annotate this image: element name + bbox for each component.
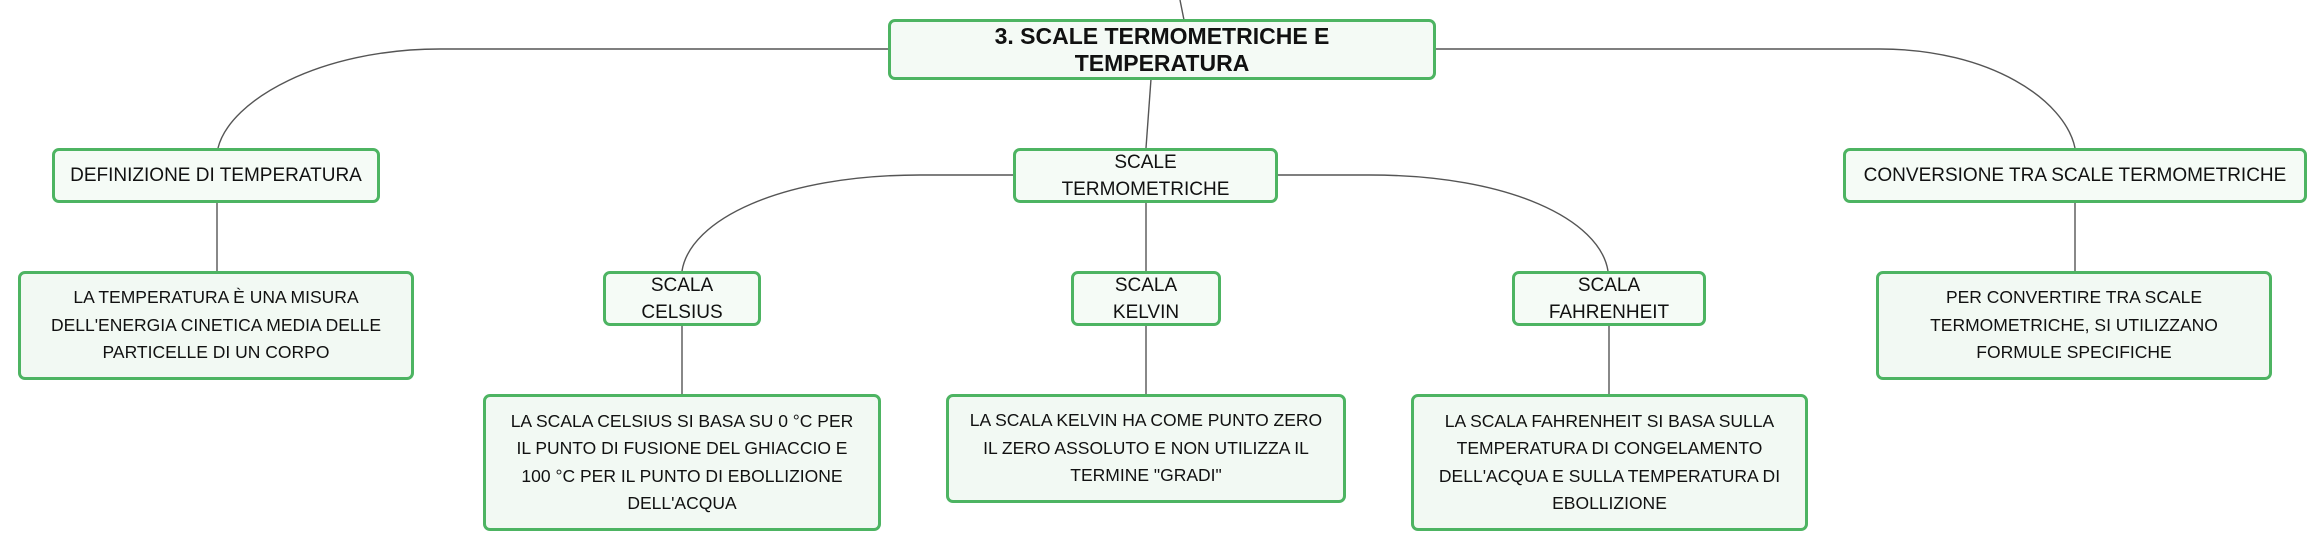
subtopic-label: SCALA FAHRENHEIT [1548,274,1670,323]
detail-text: LA SCALA CELSIUS SI BASA SU 0 °C PER IL … [510,410,854,514]
topic-scale-termometriche[interactable]: SCALE TERMOMETRICHE [1013,148,1278,203]
root-node[interactable]: 3. SCALE TERMOMETRICHE E TEMPERATURA [888,19,1436,80]
topic-definizione-temperatura[interactable]: DEFINIZIONE DI TEMPERATURA [52,148,380,203]
connector-root-definizione [217,48,888,149]
topic-label: CONVERSIONE TRA SCALE TERMOMETRICHE [1863,165,2287,186]
subtopic-scala-fahrenheit[interactable]: SCALA FAHRENHEIT [1512,271,1706,326]
connector-scale-celsius [681,174,1013,272]
detail-scala-kelvin[interactable]: LA SCALA KELVIN HA COME PUNTO ZERO IL ZE… [946,394,1346,503]
detail-scala-celsius[interactable]: LA SCALA CELSIUS SI BASA SU 0 °C PER IL … [483,394,881,531]
subtopic-scala-kelvin[interactable]: SCALA KELVIN [1071,271,1221,326]
topic-label: SCALE TERMOMETRICHE [1061,151,1230,200]
connector-root-scale [1145,78,1152,149]
detail-text: LA SCALA KELVIN HA COME PUNTO ZERO IL ZE… [969,410,1323,486]
detail-text: LA SCALA FAHRENHEIT SI BASA SULLA TEMPER… [1438,410,1781,514]
root-node-label: 3. SCALE TERMOMETRICHE E TEMPERATURA [994,22,1330,76]
detail-text: LA TEMPERATURA È UNA MISURA DELL'ENERGIA… [50,287,382,363]
topic-label: DEFINIZIONE DI TEMPERATURA [70,165,362,186]
detail-scala-fahrenheit[interactable]: LA SCALA FAHRENHEIT SI BASA SULLA TEMPER… [1411,394,1808,531]
detail-conversione-scale[interactable]: PER CONVERTIRE TRA SCALE TERMOMETRICHE, … [1876,271,2272,380]
subtopic-label: SCALA CELSIUS [641,274,723,323]
detail-definizione-temperatura[interactable]: LA TEMPERATURA È UNA MISURA DELL'ENERGIA… [18,271,414,380]
subtopic-scala-celsius[interactable]: SCALA CELSIUS [603,271,761,326]
connector-root-conversione [1436,48,2076,149]
topic-conversione-scale[interactable]: CONVERSIONE TRA SCALE TERMOMETRICHE [1843,148,2307,203]
subtopic-label: SCALA KELVIN [1112,274,1180,323]
detail-text: PER CONVERTIRE TRA SCALE TERMOMETRICHE, … [1930,287,2218,363]
connector-parent-root [1179,0,1185,21]
connector-scale-fahrenheit [1278,174,1609,272]
